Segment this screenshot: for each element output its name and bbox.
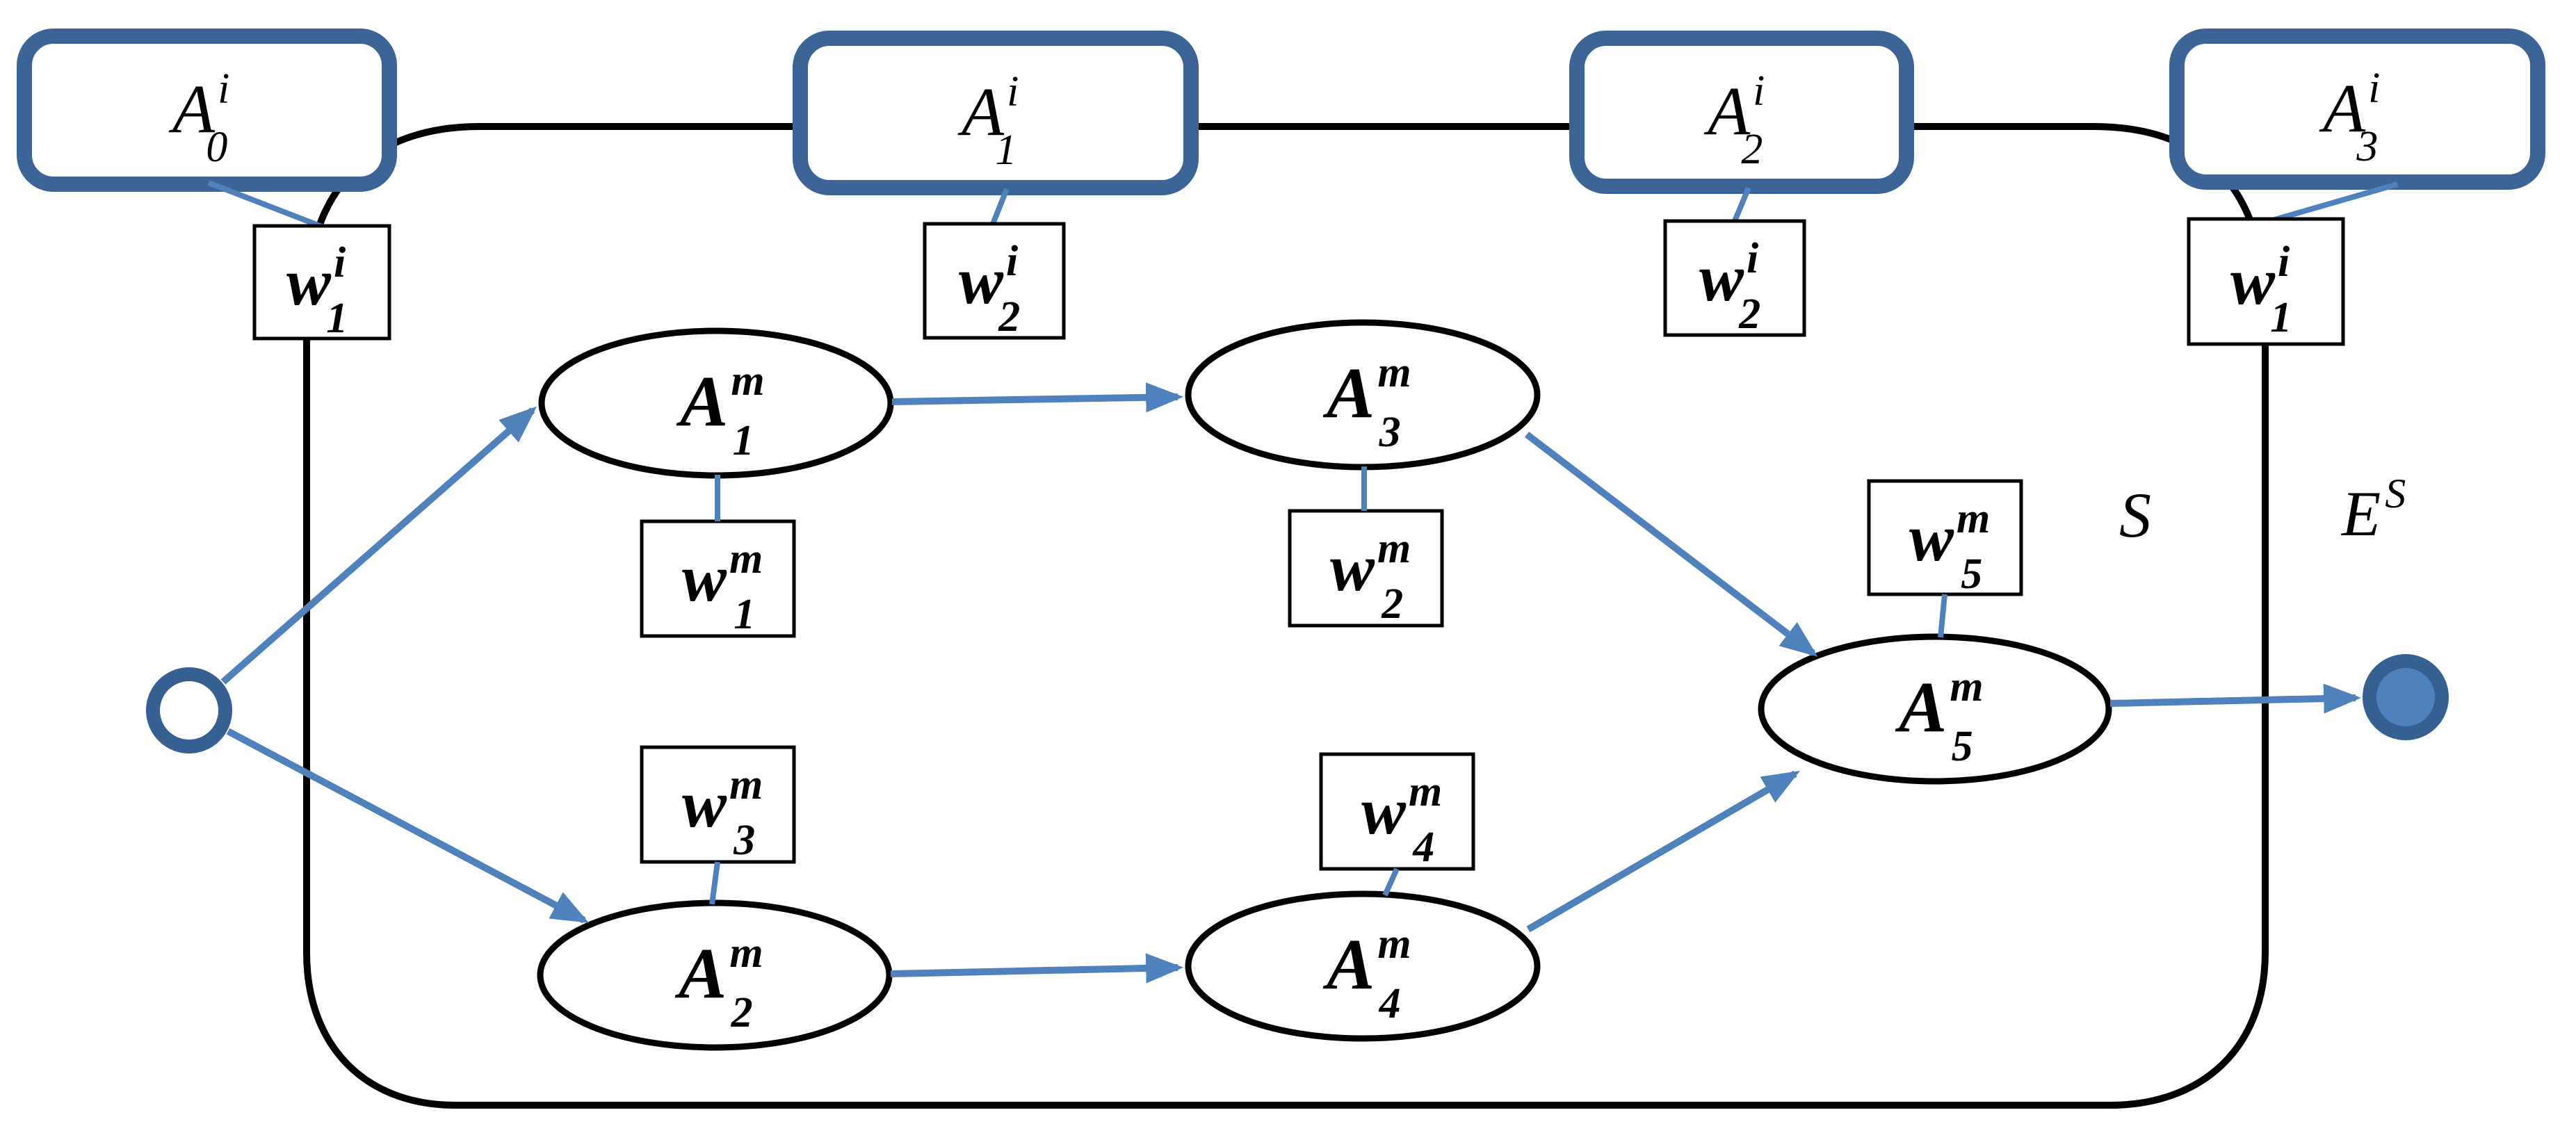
weight-box-wm3: [640, 745, 796, 864]
edge-A4m-to-A5m: [1526, 770, 1800, 933]
interface-activity-box-A1: [793, 31, 1199, 195]
machine-activity-A4m: [1185, 890, 1541, 1042]
edge-A5m-to-end: [2109, 683, 2362, 714]
weight-box-wi2-b: [1663, 219, 1806, 337]
edge-A1m-to-A3m: [891, 382, 1184, 413]
edge-start-to-A2m: [226, 728, 590, 924]
connector-A1-w2: [990, 188, 1010, 225]
connector-wm4-A4m: [1382, 867, 1400, 897]
machine-activity-A5m: [1758, 633, 2112, 785]
connector-A2-w2: [1732, 186, 1751, 222]
connector-A0-w1: [207, 180, 327, 231]
start-node: [146, 667, 232, 753]
connector-wm3-A2m: [709, 861, 720, 905]
weight-box-wi1-right: [2187, 217, 2345, 346]
end-node: [2363, 654, 2449, 740]
edge-start-to-A1m: [220, 406, 537, 685]
interface-activity-box-A3: [2169, 28, 2545, 190]
weight-box-wm4: [1319, 752, 1475, 871]
system-boundary-outline: [303, 123, 2269, 1109]
connector-A3-w1: [2271, 181, 2399, 223]
weight-box-wm5: [1867, 479, 2023, 596]
edge-A2m-to-A4m: [890, 953, 1184, 984]
interface-activity-box-A2: [1569, 31, 1914, 194]
interface-activity-box-A0: [17, 28, 397, 192]
label-system-S: S: [2119, 480, 2151, 551]
weight-box-wi2-a: [923, 222, 1066, 340]
weight-box-wi1-left: [252, 224, 391, 341]
edge-A3m-to-A5m: [1524, 432, 1818, 657]
weight-box-wm1: [640, 519, 796, 638]
connector-wm5-A5m: [1938, 594, 1947, 638]
